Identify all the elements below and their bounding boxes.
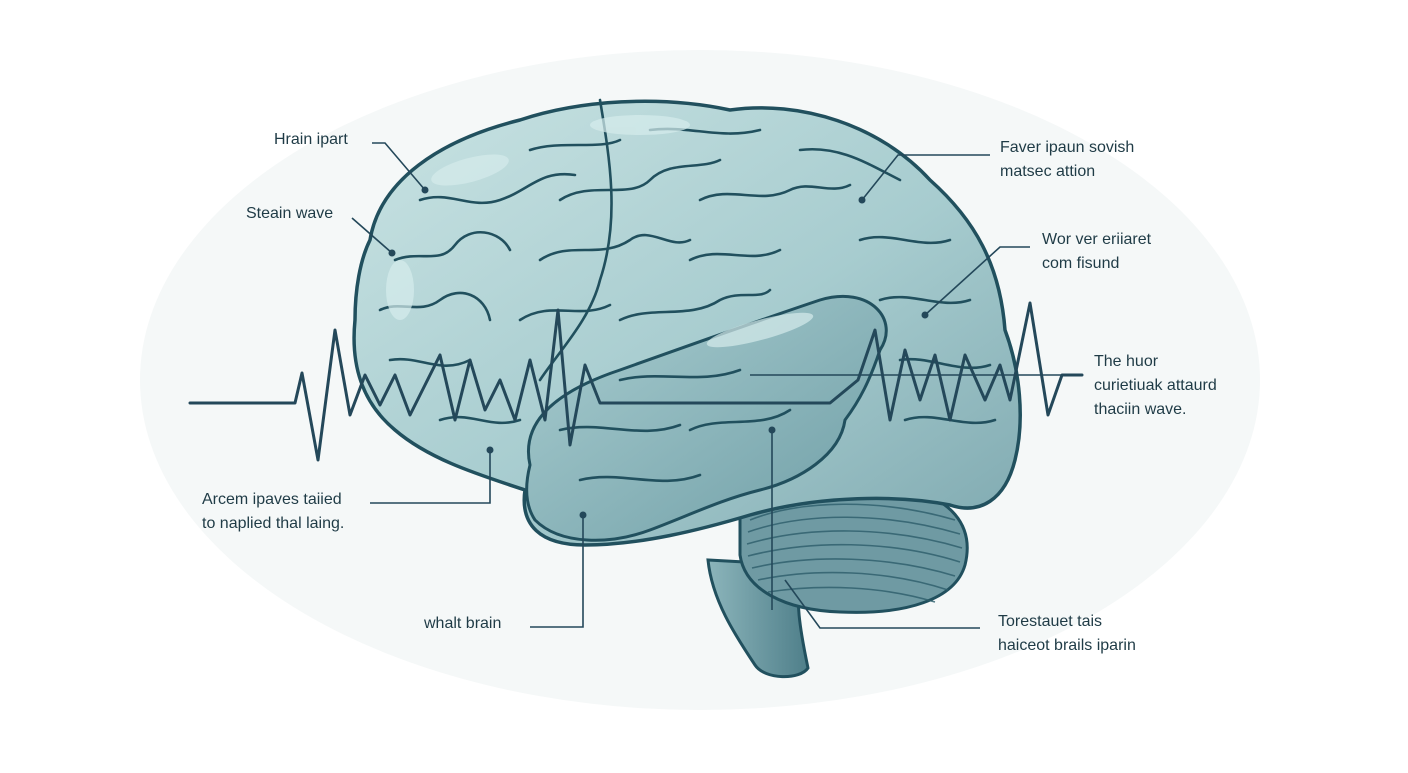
label-line: The huor <box>1094 350 1217 374</box>
label-the-huor: The huor curietiuak attaurd thaciin wave… <box>1094 350 1217 422</box>
label-arcem-ipaves: Arcem ipaves taiied to naplied thal lain… <box>202 488 344 536</box>
label-torestauet: Torestauet tais haiceot brails iparin <box>998 610 1136 658</box>
label-line: curietiuak attaurd <box>1094 374 1217 398</box>
label-line: thaciin wave. <box>1094 398 1217 422</box>
label-line: to naplied thal laing. <box>202 512 344 536</box>
label-line: com fisund <box>1042 252 1151 276</box>
label-line: Arcem ipaves taiied <box>202 488 344 512</box>
label-line: Steain wave <box>246 202 333 226</box>
label-line: whalt brain <box>424 612 501 636</box>
label-faver-ipaun: Faver ipaun sovish matsec attion <box>1000 136 1134 184</box>
label-line: Faver ipaun sovish <box>1000 136 1134 160</box>
label-line: Torestauet tais <box>998 610 1136 634</box>
label-steain-wave: Steain wave <box>246 202 333 226</box>
label-line: Wor ver eriiaret <box>1042 228 1151 252</box>
label-line: Hrain ipart <box>274 128 348 152</box>
label-worver-eriiaret: Wor ver eriiaret com fisund <box>1042 228 1151 276</box>
label-line: matsec attion <box>1000 160 1134 184</box>
label-line: haiceot brails iparin <box>998 634 1136 658</box>
label-whalt-brain: whalt brain <box>424 612 501 636</box>
label-hrain-ipart: Hrain ipart <box>274 128 348 152</box>
